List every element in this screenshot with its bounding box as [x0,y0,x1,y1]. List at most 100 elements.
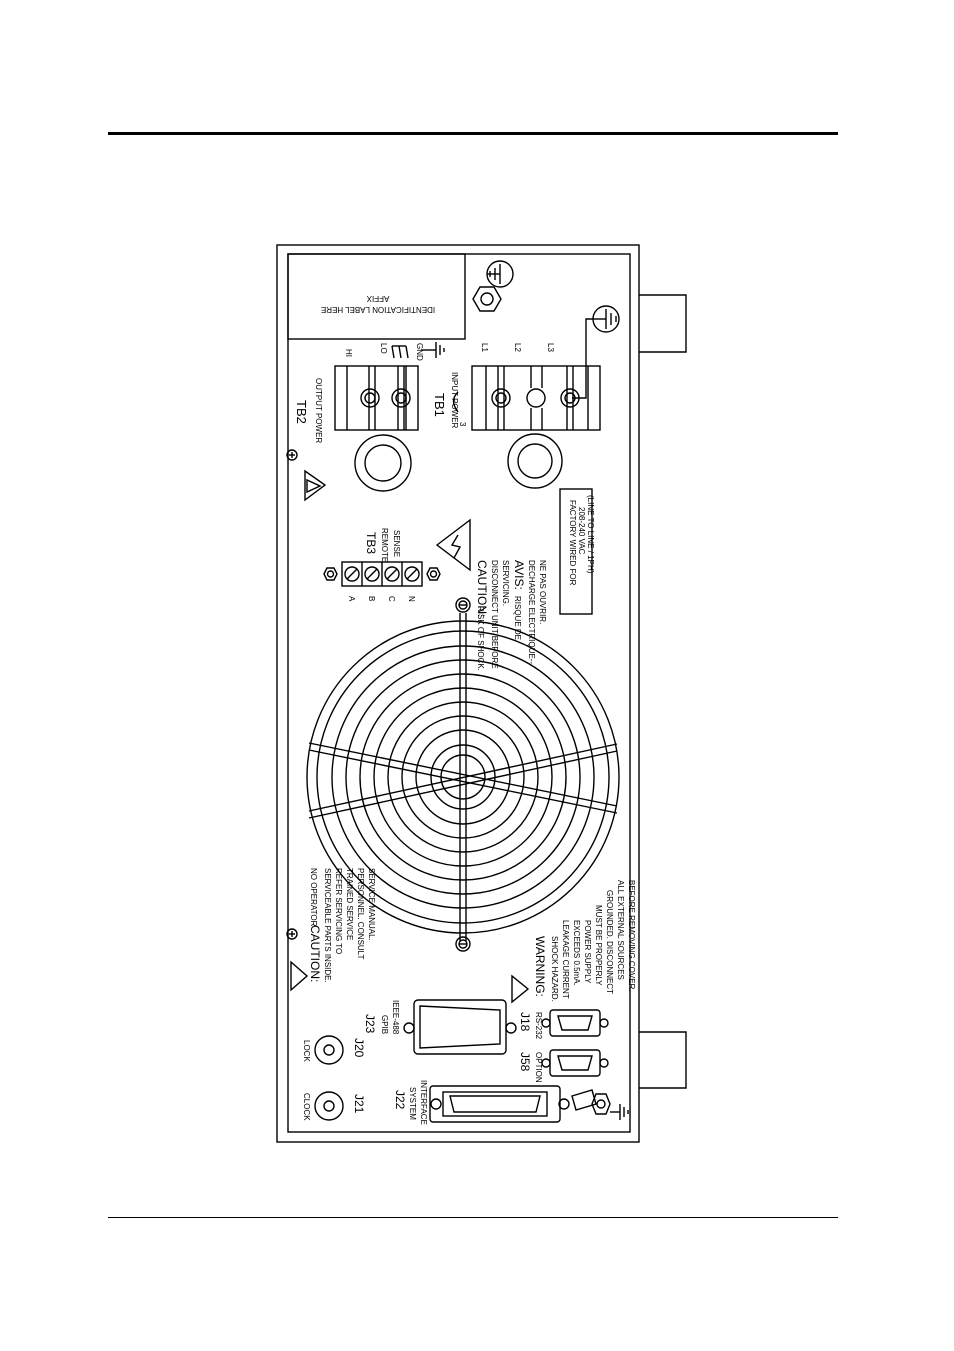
j22-label: J22 [393,1090,407,1110]
ac-tilde-icon [452,391,459,413]
caution-service-line-0: NO OPERATOR [309,868,318,927]
fan-screw-top [455,597,471,613]
tb1-terminal-block [471,365,601,431]
j21-label: J21 [352,1094,366,1114]
j18-rs232-connector [541,1009,609,1037]
rs232-label: RS-232 [534,1012,543,1040]
tb1-label: TB1 [432,393,447,417]
tb3-label: TB3 [364,532,378,554]
l1-label: L1 [480,343,489,352]
factory-line-2: 208-240 VAC [577,507,586,555]
factory-line-3: (LINE TO LINE / 1PH) [586,495,595,574]
interface-label: INTERFACE [419,1080,428,1125]
lock-label: LOCK [302,1040,311,1062]
chassis-ground-icon-right [572,305,620,399]
j18-label: J18 [518,1012,532,1032]
ground-icon-output [391,342,445,359]
fan-guard [306,613,620,941]
term-b-label: B [367,596,376,601]
tb2-terminal-lo [391,388,411,408]
tb3-terminal-n [404,566,420,582]
warning-line-4: POWER SUPPLY [583,920,592,984]
warning-triangle-icon-1 [304,469,327,502]
j58-option-connector [541,1049,609,1077]
ground-lug-icon-bottom [571,1089,629,1120]
ieee-label: IEEE-488 [391,1000,400,1035]
warning-line-7: ALL EXTERNAL SOURCES [616,880,625,980]
sense-label: SENSE [392,530,401,557]
term-c-label: C [387,596,396,602]
tb1-terminal-l2 [526,388,546,408]
tb3-terminal-b [364,566,380,582]
tb3-mount-nut-left [323,567,338,581]
tb2-terminal-block [334,365,419,431]
header-rule [108,132,838,135]
tb1-cable-grommet [507,433,563,489]
output-power-label: OUTPUT POWER [314,378,323,443]
hi-label: HI [344,349,353,357]
remote-label: REMOTE [380,528,389,562]
warning-title: WARNING: [533,936,547,997]
gpib-label: GPIB [380,1015,389,1034]
warning-line-8: BEFORE REMOVING COVER. [627,880,636,992]
bracket-top [639,294,687,353]
caution-shock-line-2: DISCONNECT UNIT BEFORE [490,560,499,669]
caution-service-line-1: SERVICEABLE PARTS INSIDE. [323,868,332,983]
footer-rule [108,1217,838,1218]
j22-system-interface-connector [429,1085,570,1123]
warning-line-3: EXCEEDS 0.5mA. [572,920,581,986]
system-label: SYSTEM [408,1087,417,1120]
bracket-bottom [639,1031,687,1089]
avis-title: AVIS: [512,560,526,590]
caution-service-line-4: PERSONNEL. CONSULT [356,868,365,960]
tb1-terminal-l3 [560,388,580,408]
term-a-label: A [347,596,356,602]
j58-label: J58 [518,1052,532,1072]
term-n-label: N [407,596,416,602]
tb1-terminal-l1 [491,388,511,408]
tb3-mount-nut-right [426,567,441,581]
caution-shock-title: CAUTION: [475,560,489,617]
caution-triangle-icon-upper [306,478,322,494]
factory-wired-box [559,488,593,615]
identification-label-text: IDENTIFICATION LABEL HERE [321,305,435,314]
chassis-outline [276,244,640,1143]
j23-label: J23 [363,1014,377,1034]
avis-line-2: DECHARGE ELECTRIQUE-- [527,560,536,664]
identification-label-box [287,253,466,340]
three-phase-label: 3 [458,422,467,427]
caution-shock-line-3: SERVICING. [501,560,510,606]
caution-shock-line-1: RISK OF SHOCK. [476,606,485,671]
l2-label: L2 [513,343,522,352]
chassis-ground-icon-top [472,260,514,312]
l3-label: L3 [546,343,555,352]
screw-icon-lower [286,928,298,940]
fan-screw-bottom [455,936,471,952]
warning-line-2: LEAKAGE CURRENT [561,920,570,999]
caution-service-title: CAUTION: [308,925,322,982]
lo-label: LO [379,343,388,354]
option-label: OPTION [534,1052,543,1083]
j20-label: J20 [352,1038,366,1058]
tb3-terminal-a [344,566,360,582]
tb2-cable-grommet [354,434,412,492]
gnd-label: GND [415,343,424,361]
warning-triangle-icon-lower [511,974,530,1004]
input-power-label: INPUT POWER [450,372,459,429]
avis-line-3: NE PAS OUVRIR. [538,560,547,624]
clock-label: CLOCK [302,1093,311,1121]
factory-line-1: FACTORY WIRED FOR [568,500,577,586]
high-voltage-icon [435,518,471,572]
tb2-terminal-hi [360,388,380,408]
affix-label: AFFIX [366,294,389,303]
warning-line-1: SHOCK HAZARD. [550,936,559,1002]
tb2-label: TB2 [294,400,309,424]
j20-bnc-connector [314,1035,344,1065]
caution-service-line-2: REFER SERVICING TO [334,868,343,954]
caution-service-line-5: SERVICE MANUAL. [367,868,376,941]
warning-line-6: GROUNDED. DISCONNECT [605,890,614,994]
warning-line-5: MUST BE PROPERLY [594,905,603,986]
tb3-terminal-c [384,566,400,582]
caution-triangle-icon-lower [290,960,309,992]
